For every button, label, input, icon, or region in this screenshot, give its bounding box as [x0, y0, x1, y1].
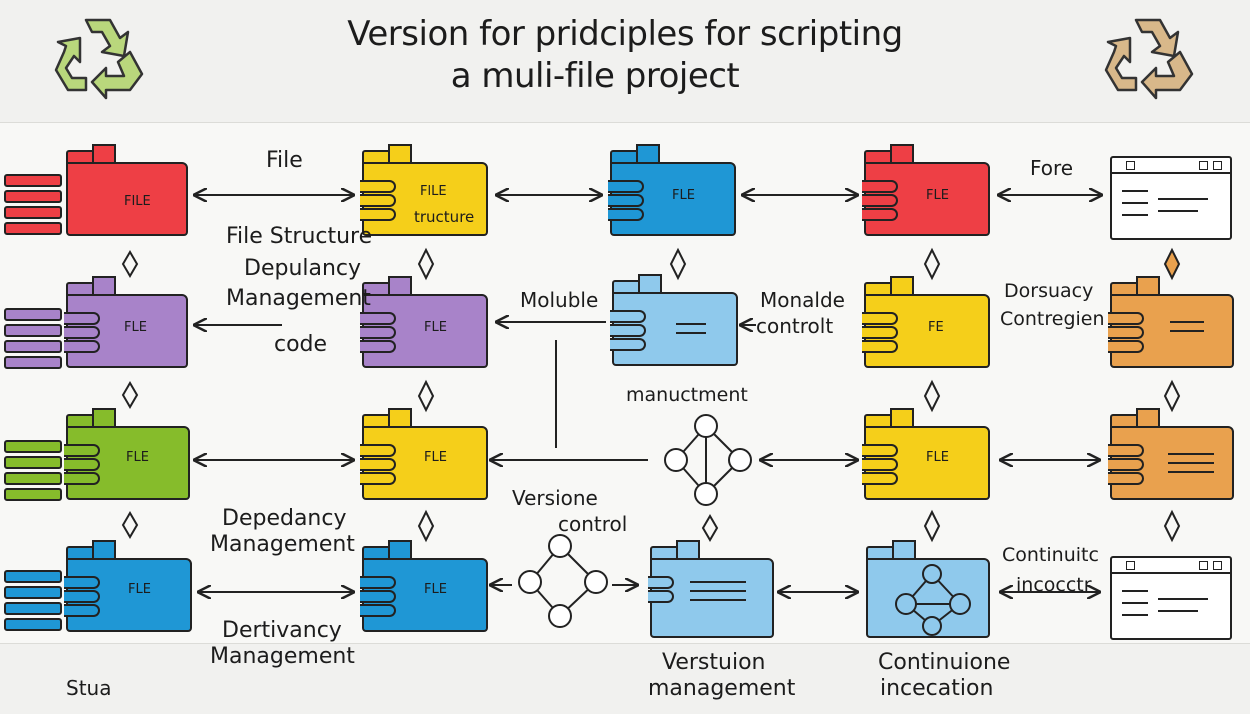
label-management-2: Management — [210, 532, 355, 557]
label-code: code — [274, 332, 328, 357]
v-arrow — [923, 379, 941, 413]
folder-r2c1: FLE — [64, 276, 188, 368]
network-icon — [518, 534, 608, 628]
folder-r1c2: FlLE tructure — [360, 144, 488, 236]
folder-label: FLE — [424, 582, 447, 597]
side-stack-purple — [4, 308, 62, 372]
label-management-3: Management — [210, 644, 355, 669]
folder-r3c1: FLE — [64, 408, 190, 500]
folder-r4c2: FLE — [360, 540, 488, 632]
label-incocctr: incocctr — [1016, 574, 1092, 596]
recycle-icon-right — [1104, 18, 1194, 100]
page-title: Version for pridciples for scripting — [347, 14, 903, 54]
v-arrow — [923, 247, 941, 281]
label-contregien: Contregien — [1000, 308, 1105, 330]
side-stack-blue — [4, 570, 62, 634]
folder-r4c3 — [648, 540, 774, 638]
label-moluble: Moluble — [520, 288, 599, 312]
side-stack-green — [4, 440, 62, 504]
window-r4 — [1110, 556, 1232, 640]
label-verstuion: Verstuion — [662, 650, 766, 675]
v-arrow — [121, 511, 139, 539]
folder-label: FLE — [424, 320, 447, 335]
network-icon — [664, 414, 752, 506]
label-stua: Stua — [66, 676, 112, 700]
folder-r2c3 — [610, 274, 738, 366]
v-arrow — [701, 514, 719, 542]
folder-r3c4: FLE — [862, 408, 990, 500]
folder-label: tructure — [414, 208, 475, 226]
folder-r3c2: FLE — [360, 408, 488, 500]
folder-r1c3: FLE — [608, 144, 736, 236]
folder-r1c1: FILE — [66, 144, 188, 236]
folder-label: FLE — [124, 320, 147, 335]
folder-label: FLE — [126, 450, 149, 465]
v-arrow — [121, 381, 139, 409]
window-r1 — [1110, 156, 1232, 240]
label-versione: Versione — [512, 486, 598, 510]
v-arrow — [121, 250, 139, 278]
label-incecation: incecation — [880, 676, 994, 701]
label-control: control — [558, 512, 628, 536]
v-arrow — [1163, 509, 1181, 543]
label-controlt: controlt — [756, 314, 834, 338]
recycle-icon-left — [54, 18, 144, 100]
label-fore: Fore — [1030, 156, 1074, 180]
folder-r2c5 — [1108, 276, 1234, 368]
folder-label: FLE — [672, 188, 695, 203]
folder-label: FLE — [926, 188, 949, 203]
folder-label: FLE — [926, 450, 949, 465]
folder-label: FlLE — [420, 184, 447, 199]
label-file: File — [266, 148, 303, 173]
label-management-1: Management — [226, 286, 371, 311]
folder-r3c5 — [1108, 408, 1234, 500]
label-file-structure: File Structure — [226, 224, 373, 249]
label-continuione: Continuione — [878, 650, 1011, 675]
label-depulancy: Depulancy — [244, 256, 362, 281]
folder-r4c4 — [866, 540, 990, 638]
v-arrow — [417, 379, 435, 413]
label-management-4: management — [648, 676, 796, 701]
v-arrow — [1163, 379, 1181, 413]
folder-r4c1: FLE — [64, 540, 192, 632]
label-monalde: Monalde — [760, 288, 845, 312]
page-subtitle: a muli-file project — [450, 56, 740, 96]
folder-label: FE — [928, 320, 944, 335]
v-arrow — [669, 247, 687, 281]
label-depedancy: Depedancy — [222, 506, 347, 531]
side-stack-red — [4, 174, 62, 238]
folder-r2c4: FE — [862, 276, 990, 368]
folder-label: FLE — [128, 582, 151, 597]
network-icon — [895, 564, 971, 636]
v-arrow — [923, 509, 941, 543]
v-arrow — [417, 247, 435, 281]
label-dertivancy: Dertivancy — [222, 618, 342, 643]
label-dorsuacy: Dorsuacy — [1004, 280, 1094, 302]
folder-r1c4: FLE — [862, 144, 990, 236]
folder-r2c2: FLE — [360, 276, 488, 368]
folder-label: FILE — [124, 194, 151, 209]
label-continuitc: Continuitc — [1002, 544, 1099, 566]
v-arrow — [417, 509, 435, 543]
label-manuctment: manuctment — [626, 384, 748, 406]
v-arrow — [1163, 247, 1181, 281]
folder-label: FLE — [424, 450, 447, 465]
